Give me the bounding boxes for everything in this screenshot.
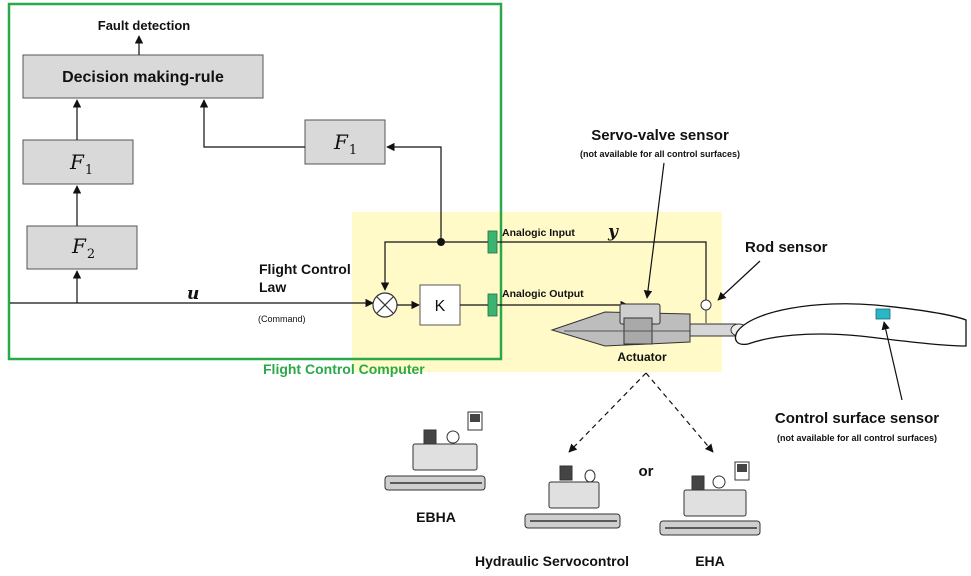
f1-right-to-decision-arrow (199, 99, 305, 148)
servo-valve-sensor-label: Servo-valve sensor (591, 127, 729, 144)
analog-output-connector (487, 293, 498, 317)
analog-input-connector (487, 230, 498, 254)
f1-right-box (304, 119, 386, 165)
y-to-f1-right-arrow (386, 142, 442, 242)
fcl-label-line2: Law (259, 279, 286, 295)
f1-right-label: F1 (333, 130, 357, 158)
f2-box (26, 225, 138, 270)
servo-valve-sensor-arrow (643, 162, 665, 299)
y-label: y (607, 222, 619, 242)
f1-left-box (22, 139, 134, 185)
command-label: (Command) (258, 314, 306, 324)
servo-valve-sensor-note: (not available for all control surfaces) (580, 149, 740, 159)
hydraulic-servocontrol-label: Hydraulic Servocontrol (475, 553, 629, 569)
f2-label: F2 (71, 234, 95, 262)
fcl-label-line1: Flight Control (259, 261, 351, 277)
decision-rule-box (22, 54, 264, 99)
rod-sensor-icon (700, 299, 712, 311)
junction-dot (437, 238, 445, 246)
analog-output-label: Analogic Output (502, 288, 584, 300)
decision-rule-label: Decision making-rule (62, 69, 224, 86)
control-surface (734, 303, 967, 347)
k-gain-box (419, 284, 461, 326)
control-surface-sensor-marker (875, 308, 891, 320)
ebha-label: EBHA (416, 509, 456, 525)
summing-cross-2 (376, 296, 394, 314)
interface-highlight (352, 212, 722, 372)
actuator-to-hydraulic-arrow (568, 372, 647, 453)
control-surface-sensor-note: (not available for all control surfaces) (777, 433, 937, 443)
ebha-device (384, 411, 486, 491)
control-surface-sensor-label: Control surface sensor (775, 410, 939, 427)
control-surface-sensor-arrow (881, 321, 903, 401)
analog-input-label: Analogic Input (502, 227, 575, 239)
actuator-label: Actuator (617, 350, 667, 364)
actuator-to-eha-arrow (645, 372, 714, 453)
flight-control-computer-label: Flight Control Computer (263, 361, 425, 377)
rod-sensor-arrow (717, 260, 761, 301)
hydraulic-servocontrol-device (524, 465, 621, 529)
k-gain-label: K (435, 298, 446, 315)
rod-sensor-label: Rod sensor (745, 239, 828, 256)
fault-detection-label: Fault detection (98, 18, 191, 33)
eha-label: EHA (695, 553, 725, 569)
u-label: u (187, 284, 199, 304)
or-label: or (639, 463, 654, 480)
f1-left-label: F1 (69, 150, 93, 178)
flight-control-computer-box (7, 2, 503, 361)
eha-device (659, 461, 761, 536)
y-feedback-line (380, 241, 707, 300)
